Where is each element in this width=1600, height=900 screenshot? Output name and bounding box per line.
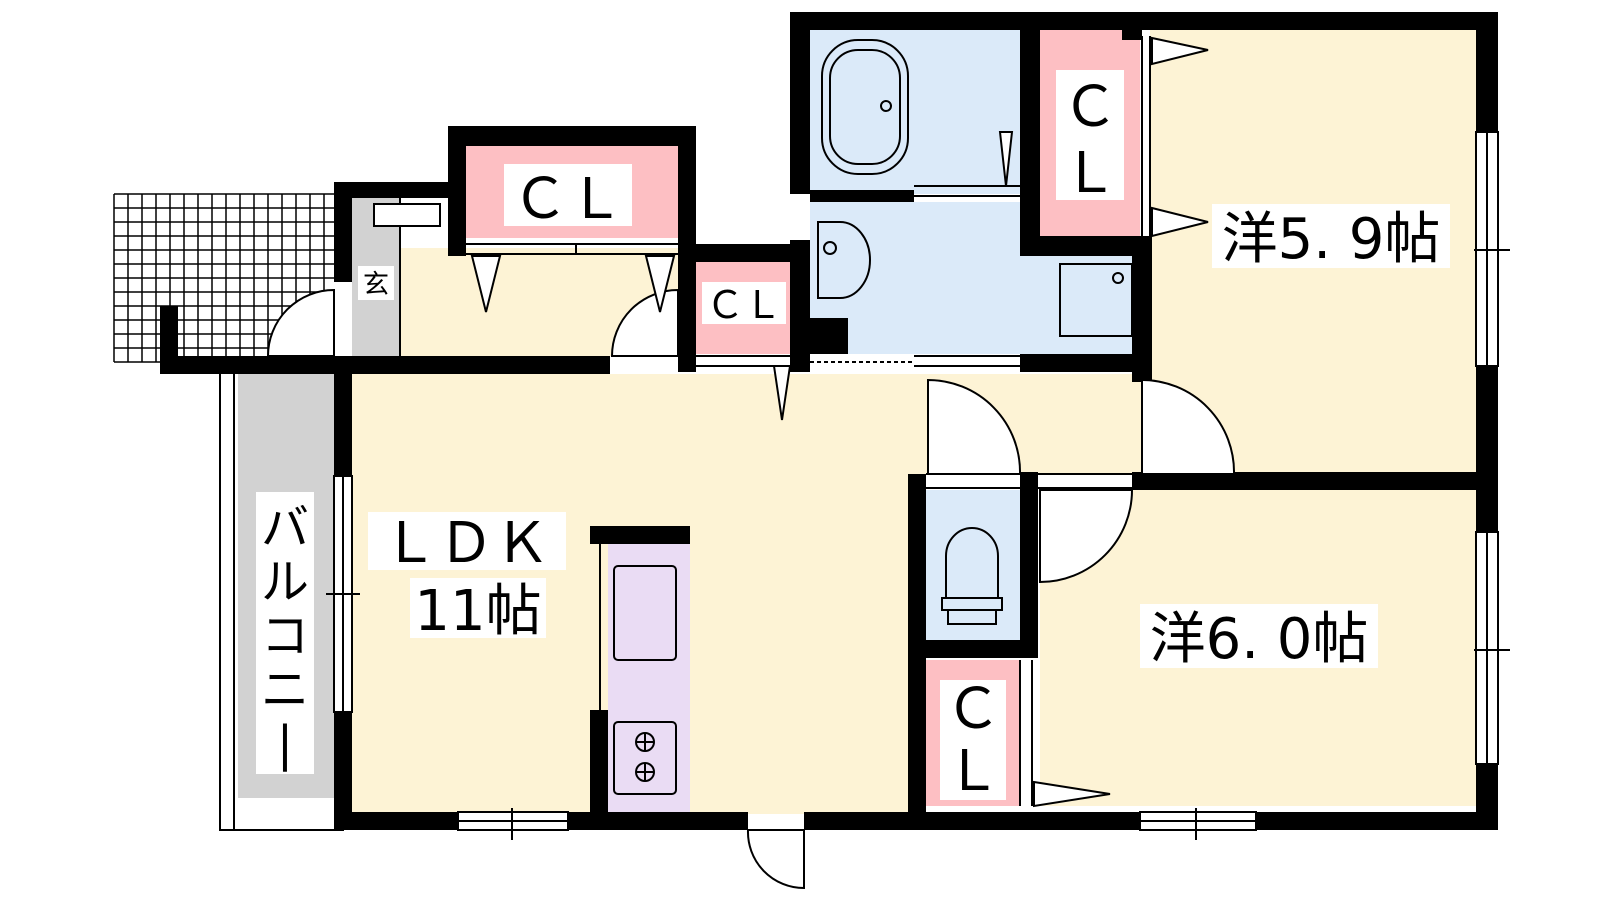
western2-label: 洋6. 0帖 bbox=[1150, 607, 1369, 672]
washer-pan bbox=[1059, 263, 1133, 337]
toilet-floor bbox=[926, 490, 1020, 640]
window-icon bbox=[326, 131, 1510, 840]
door-swing-icon bbox=[266, 288, 1236, 890]
ldk-label: ＬＤＫ bbox=[382, 511, 550, 576]
closet-top-label: ＣＬ bbox=[512, 167, 624, 232]
closet-lower-c-label: Ｃ bbox=[945, 677, 1001, 742]
labels: ＬＤＫ 11帖 洋5. 9帖 洋6. 0帖 ＣＬ ＣＬ Ｃ Ｌ Ｃ Ｌ 玄 バル… bbox=[256, 70, 1450, 804]
shoe-cabinet bbox=[373, 203, 441, 227]
balcony-label: バルコニ| bbox=[261, 500, 309, 772]
toilet-icon bbox=[941, 527, 1003, 625]
closet-right-c-label: Ｃ bbox=[1062, 75, 1118, 140]
closet-lower-l-label: Ｌ bbox=[945, 739, 1001, 804]
stove-icon bbox=[613, 721, 677, 795]
entrance-label: 玄 bbox=[363, 270, 389, 300]
western1-label: 洋5. 9帖 bbox=[1222, 207, 1441, 272]
bathtub-icon bbox=[821, 39, 909, 175]
sink-icon bbox=[613, 565, 677, 661]
balcony-rail bbox=[219, 369, 235, 831]
folding-door-marks bbox=[470, 36, 1209, 808]
ldk-size-label: 11帖 bbox=[414, 579, 541, 644]
washbasin-icon bbox=[817, 221, 871, 299]
kitchen-floor bbox=[608, 544, 690, 814]
closet-right-l-label: Ｌ bbox=[1062, 141, 1118, 206]
partitions bbox=[399, 36, 1151, 806]
closet-small-label: ＣＬ bbox=[706, 283, 782, 327]
walls bbox=[160, 12, 1498, 830]
